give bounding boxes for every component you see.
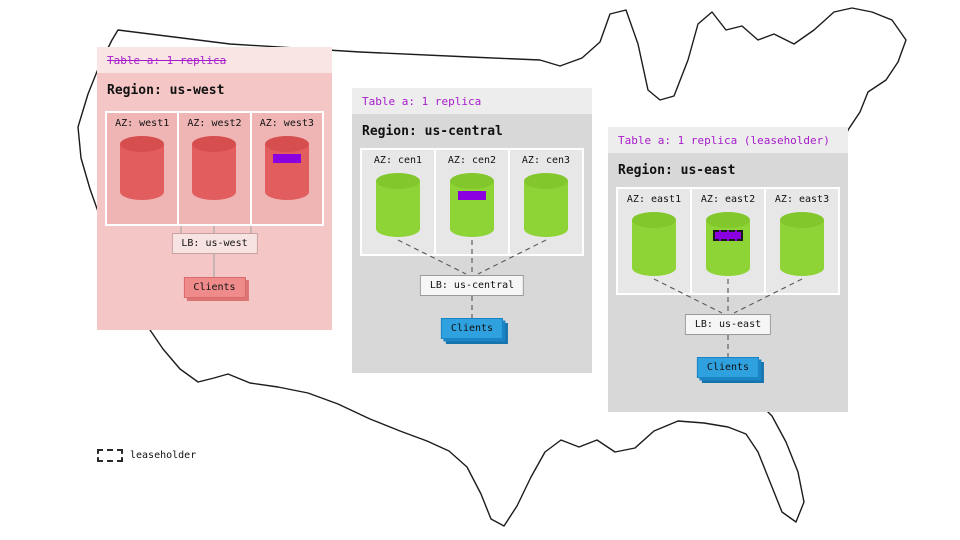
region-title: Region: us-west	[107, 83, 225, 98]
az-label: AZ: west2	[187, 118, 242, 129]
replica-database-icon	[706, 212, 750, 276]
az-label: AZ: cen1	[373, 155, 423, 166]
table-replica-label: Table a: 1 replica (leaseholder)	[618, 133, 830, 147]
region-card-us-central: Table a: 1 replica Region: us-central AZ…	[352, 88, 592, 373]
az-column: AZ: cen2	[436, 150, 508, 254]
az-label: AZ: cen2	[447, 155, 497, 166]
az-label: AZ: cen3	[521, 155, 571, 166]
table-replica-header: Table a: 1 replica	[97, 47, 332, 73]
leaseholder-range-chip	[713, 230, 743, 241]
legend: leaseholder	[97, 449, 196, 462]
region-card-us-west: Table a: 1 replica Region: us-west AZ: w…	[97, 47, 332, 330]
az-column: AZ: west2	[179, 113, 250, 224]
az-label: AZ: east2	[700, 194, 756, 205]
table-replica-label: Table a: 1 replica	[362, 94, 482, 108]
replica-database-icon	[120, 136, 165, 200]
clients-box: Clients	[696, 357, 760, 378]
table-replica-header: Table a: 1 replica	[352, 88, 592, 114]
table-replica-header: Table a: 1 replica (leaseholder)	[608, 127, 848, 153]
az-column: AZ: east3	[766, 189, 838, 293]
replica-database-icon	[376, 173, 420, 237]
load-balancer-box: LB: us-central	[419, 275, 525, 296]
replica-database-icon	[192, 136, 237, 200]
az-column: AZ: cen1	[362, 150, 434, 254]
az-label: AZ: west3	[259, 118, 314, 129]
az-column: AZ: cen3	[510, 150, 582, 254]
clients-box: Clients	[440, 318, 504, 339]
az-box: AZ: cen1 AZ: cen2 AZ: cen3	[360, 148, 584, 256]
az-label: AZ: west1	[115, 118, 170, 129]
clients-box: Clients	[183, 277, 246, 298]
az-column: AZ: west1	[107, 113, 178, 224]
az-column: AZ: east2	[692, 189, 764, 293]
az-column: AZ: west3	[251, 113, 322, 224]
region-card-us-east: Table a: 1 replica (leaseholder) Region:…	[608, 127, 848, 412]
replica-database-icon	[450, 173, 494, 237]
az-box: AZ: east1 AZ: east2 AZ: east3	[616, 187, 840, 295]
load-balancer-box: LB: us-east	[684, 314, 772, 335]
az-column: AZ: east1	[618, 189, 690, 293]
legend-label: leaseholder	[130, 450, 197, 461]
region-title: Region: us-central	[362, 124, 503, 139]
region-title: Region: us-east	[618, 163, 736, 178]
replica-database-icon	[264, 136, 309, 200]
az-box: AZ: west1 AZ: west2 AZ: west3	[105, 111, 324, 226]
az-label: AZ: east3	[774, 194, 830, 205]
leaseholder-swatch-icon	[97, 449, 123, 462]
us-outline-path	[77, 7, 907, 527]
table-replica-label: Table a: 1 replica	[107, 53, 227, 67]
replica-database-icon	[780, 212, 824, 276]
replica-range-chip	[272, 154, 301, 163]
replica-range-chip	[458, 191, 486, 200]
replica-database-icon	[632, 212, 676, 276]
az-label: AZ: east1	[626, 194, 682, 205]
replica-database-icon	[524, 173, 568, 237]
load-balancer-box: LB: us-west	[171, 233, 258, 254]
